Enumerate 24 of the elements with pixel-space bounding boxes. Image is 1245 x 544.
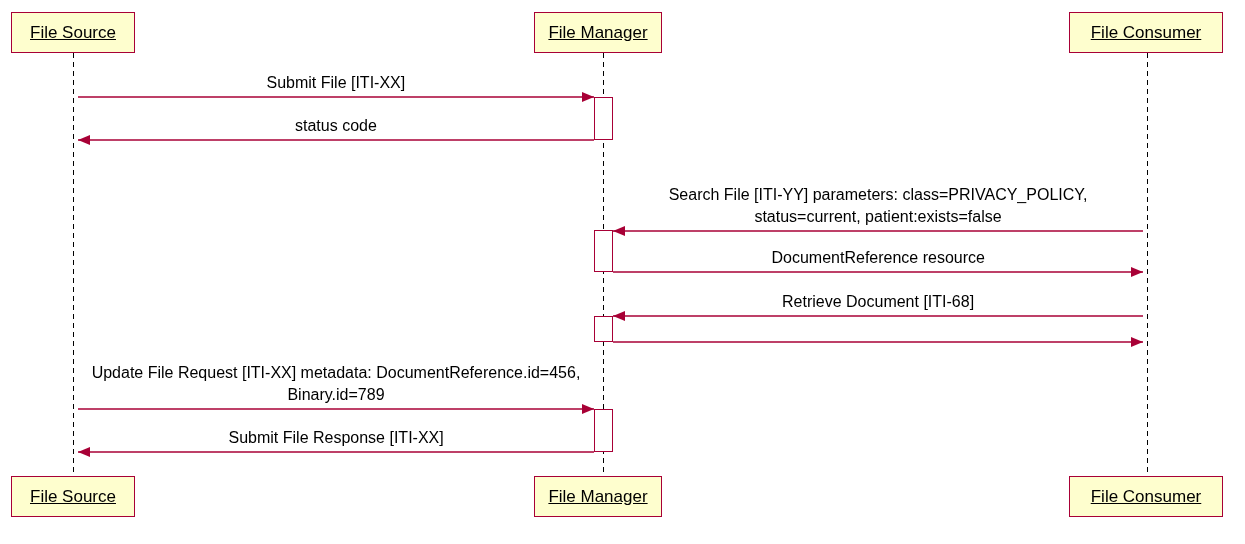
message-arrow (612, 267, 1144, 277)
participant-name: File Manager (548, 486, 648, 507)
participant-box (1069, 476, 1223, 517)
participant-name: File Manager (548, 22, 648, 43)
activation-bar (594, 316, 613, 342)
participant-name: File Source (30, 22, 116, 43)
participant-box (1069, 12, 1223, 53)
message-arrow (612, 311, 1144, 321)
participant-name: File Source (30, 486, 116, 507)
message-arrow (77, 92, 595, 102)
message-arrow (77, 135, 595, 145)
activation-bar (594, 409, 613, 452)
participant-box (534, 12, 662, 53)
message-arrow (612, 226, 1144, 236)
participant-name: File Consumer (1090, 22, 1202, 43)
participant-box (11, 476, 135, 517)
activation-bar (594, 97, 613, 140)
participant-box (534, 476, 662, 517)
participant-box (11, 12, 135, 53)
activation-bar (594, 230, 613, 272)
message-arrow (77, 404, 595, 414)
message-arrow (77, 447, 595, 457)
participant-name: File Consumer (1090, 486, 1202, 507)
message-arrow (612, 337, 1144, 347)
